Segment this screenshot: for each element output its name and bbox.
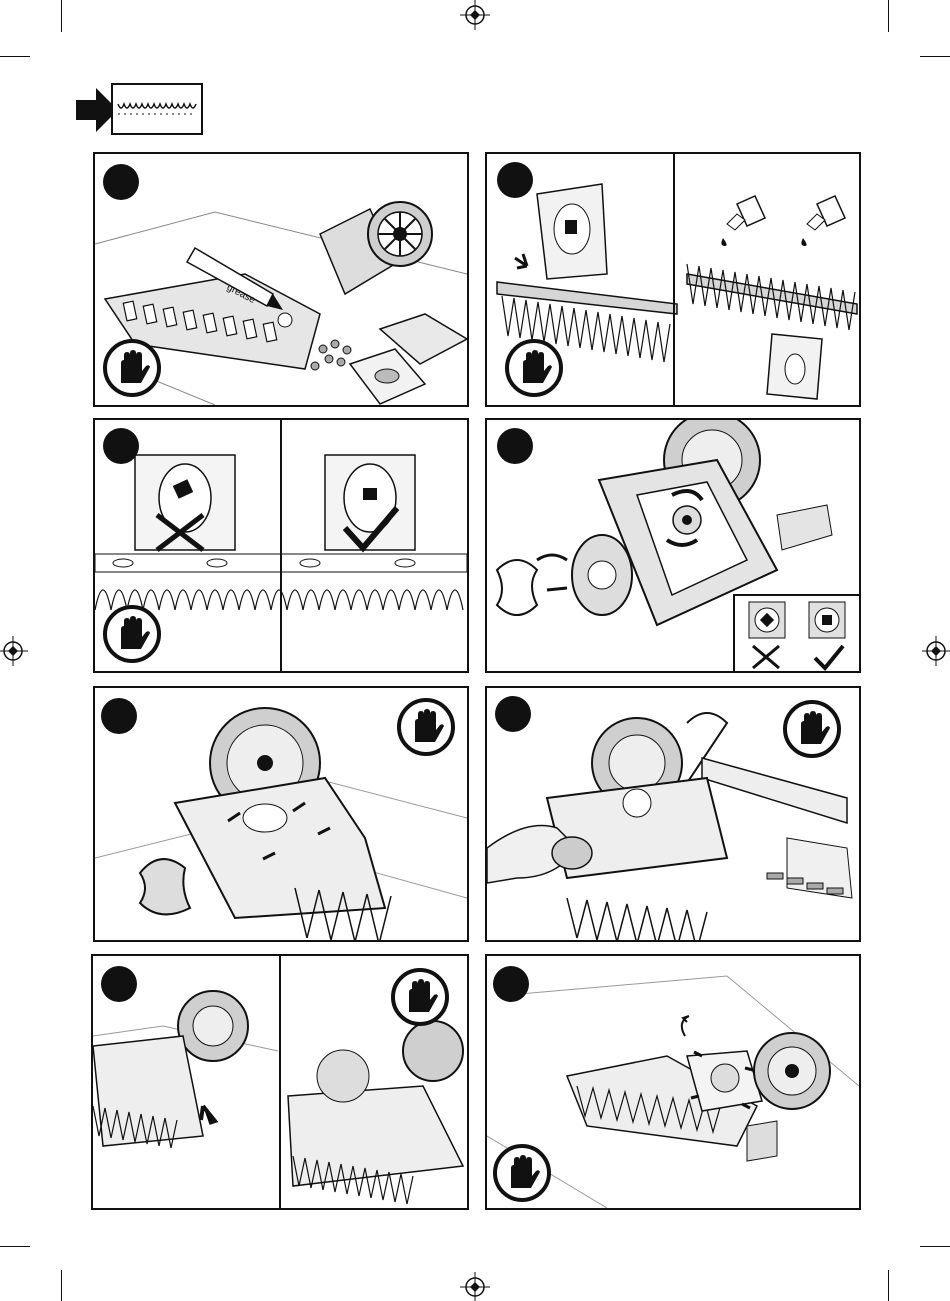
glove-icon — [103, 605, 161, 663]
panel-divider — [673, 154, 675, 405]
crop-mark-bottom-left-v — [61, 1270, 62, 1301]
inset-correct-incorrect — [733, 594, 861, 673]
registration-mark-icon — [460, 0, 490, 30]
step-number-dot — [497, 428, 533, 464]
crop-mark-top-right-v — [888, 0, 889, 32]
step-panel-6 — [485, 686, 861, 942]
step-number-dot — [103, 164, 139, 200]
glove-icon — [103, 339, 161, 397]
step-number-dot — [497, 162, 533, 198]
glove-icon — [505, 339, 563, 397]
cross-icon — [753, 646, 779, 668]
registration-mark-icon — [920, 636, 950, 666]
step-panel-2 — [485, 152, 861, 407]
crop-mark-bottom-right-h — [920, 1246, 950, 1247]
arrow-right-blade-icon — [74, 82, 206, 138]
registration-mark-icon — [460, 1272, 490, 1301]
step-number-dot — [101, 966, 137, 1002]
glove-icon — [783, 700, 841, 758]
crop-mark-bottom-right-v — [888, 1270, 889, 1301]
crop-mark-top-right-h — [920, 56, 950, 57]
glove-icon — [493, 1144, 551, 1202]
glove-icon — [397, 698, 455, 756]
crop-mark-top-left-h — [0, 56, 30, 57]
registration-mark-icon — [0, 636, 28, 666]
glove-icon — [391, 968, 449, 1026]
step-number-dot — [101, 698, 137, 734]
crop-mark-bottom-left-h — [0, 1246, 30, 1247]
step-number-dot — [103, 428, 139, 464]
step-number-dot — [495, 696, 531, 732]
check-icon — [815, 646, 843, 668]
step-number-dot — [493, 966, 529, 1002]
step-panel-8 — [485, 954, 861, 1210]
step-panel-4 — [485, 418, 861, 673]
panel-divider — [279, 956, 281, 1208]
oil-bottle-icon — [721, 196, 765, 246]
crop-mark-top-left-v — [61, 0, 62, 32]
step-panel-7 — [91, 954, 469, 1210]
oil-bottle-icon — [801, 196, 845, 246]
step-panel-3 — [93, 418, 469, 673]
step-panel-5 — [93, 686, 469, 942]
step-panel-1: grease — [93, 152, 469, 407]
panel-divider — [280, 420, 282, 671]
